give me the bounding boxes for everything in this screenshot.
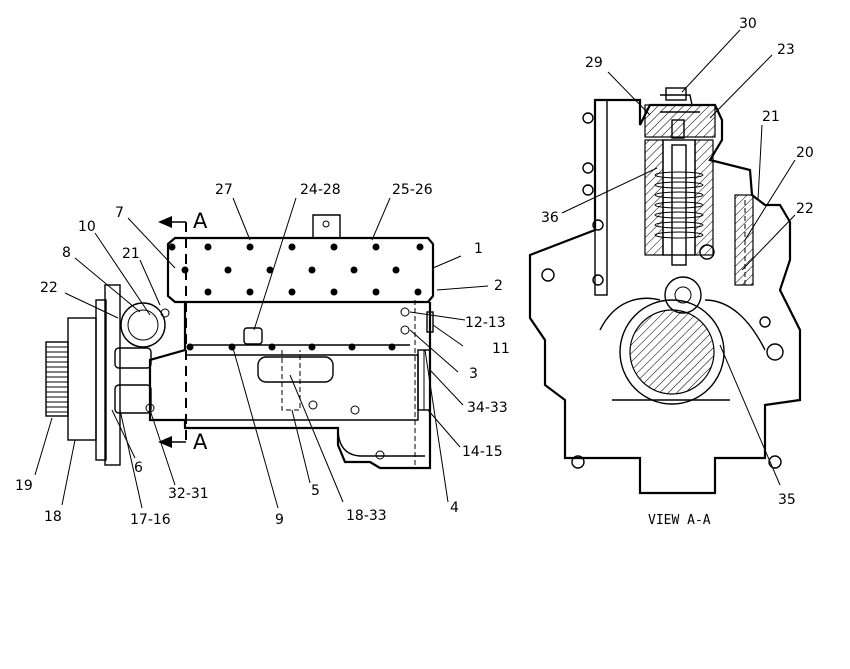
section-marker-bottom: A <box>193 430 208 454</box>
callout-5: 5 <box>311 483 320 499</box>
callout-10: 10 <box>78 219 96 235</box>
callout-19: 19 <box>15 478 33 494</box>
callout-20: 20 <box>796 145 814 161</box>
callout-22-right: 22 <box>796 201 814 217</box>
callout-7: 7 <box>115 205 124 221</box>
leader-lines-right <box>561 29 796 486</box>
callout-21-right: 21 <box>762 109 780 125</box>
callout-32-31: 32-31 <box>168 486 209 502</box>
view-caption: VIEW A-A <box>648 513 711 528</box>
callout-12-13: 12-13 <box>465 315 506 331</box>
callout-25-26: 25-26 <box>392 182 433 198</box>
pump-side-view <box>45 214 435 470</box>
callout-1: 1 <box>474 241 483 257</box>
callout-3: 3 <box>469 366 478 382</box>
callout-14-15: 14-15 <box>462 444 503 460</box>
callout-18-33: 18-33 <box>346 508 387 524</box>
callout-2: 2 <box>494 278 503 294</box>
callout-36: 36 <box>541 210 559 226</box>
callout-6: 6 <box>134 460 143 476</box>
callout-24-28: 24-28 <box>300 182 341 198</box>
callout-27: 27 <box>215 182 233 198</box>
callout-23: 23 <box>777 42 795 58</box>
callout-22: 22 <box>40 280 58 296</box>
callout-17-16: 17-16 <box>130 512 171 528</box>
gear-teeth <box>46 346 68 413</box>
callout-18: 18 <box>44 509 62 525</box>
callout-30: 30 <box>739 16 757 32</box>
leader-lines-left <box>34 197 489 509</box>
callout-11: 11 <box>492 341 510 357</box>
callout-34-33: 34-33 <box>467 400 508 416</box>
callout-4: 4 <box>450 500 459 516</box>
callout-21: 21 <box>122 246 140 262</box>
cover-bolts <box>145 243 424 460</box>
callout-9: 9 <box>275 512 284 528</box>
section-marker-top: A <box>193 209 208 233</box>
section-view-a-a <box>528 87 802 495</box>
callout-8: 8 <box>62 245 71 261</box>
callout-29: 29 <box>585 55 603 71</box>
callout-35: 35 <box>778 492 796 508</box>
spring-coils <box>654 171 704 239</box>
